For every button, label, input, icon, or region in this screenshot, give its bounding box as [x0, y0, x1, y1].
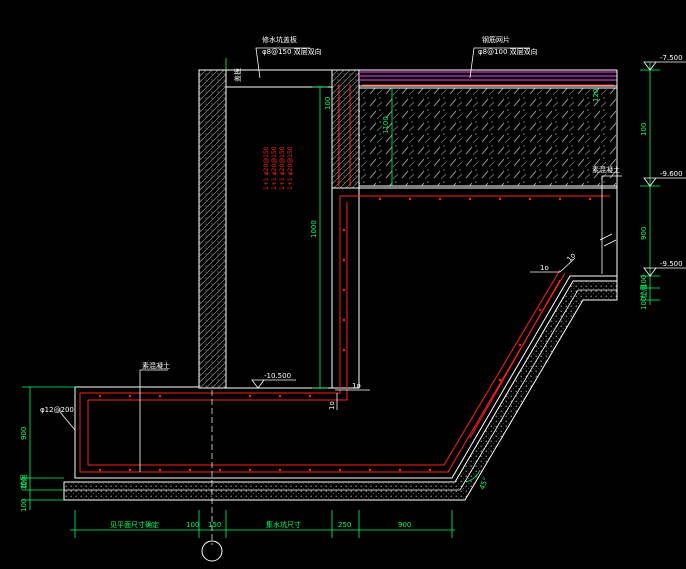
- cushion-slope-mid: [459, 289, 579, 491]
- dim-wall-top: 100: [324, 97, 332, 110]
- red-note-1: 1+1 φ20@150: [263, 146, 270, 190]
- dim-bottom-4: 集水坑尺寸: [266, 520, 301, 529]
- dim-bottom-5: 250: [338, 521, 351, 529]
- leaders: [59, 47, 622, 472]
- dim-left-3: 100: [20, 499, 28, 512]
- side-callout-left: 素混凝土: [142, 361, 170, 370]
- dim-left-1: 900: [20, 427, 28, 440]
- dim-bottom-6: 900: [398, 521, 411, 529]
- elevation-marks: [251, 61, 686, 389]
- axis-bubble: [201, 540, 223, 562]
- dim-pit-depth: 1000: [310, 220, 318, 238]
- label-1o-b: 1o: [565, 251, 577, 263]
- red-note-2: 1+1 φ20@150: [271, 146, 278, 190]
- elev-top: -7.500: [660, 54, 683, 62]
- labels-green: 100 900 100 100 1000 100 120 1100 900 10…: [19, 89, 648, 529]
- dim-bottom-3: 150: [208, 521, 221, 529]
- rebar: [79, 84, 614, 473]
- rebar-main-outer: [80, 195, 610, 394]
- small-top-tag: 盖板: [233, 68, 242, 82]
- dim-right-2: 900: [640, 227, 648, 240]
- dim-right-1: 100: [640, 123, 648, 136]
- dim-left-2: 100: [20, 477, 28, 490]
- rebar-main-inner: [88, 202, 348, 401]
- dim-right-3: 100: [640, 275, 648, 288]
- dim-right-4: 100: [640, 297, 648, 310]
- base-outline: [74, 187, 618, 479]
- label-1o-d: 1o: [328, 401, 336, 410]
- red-note-4: 1+1 φ20@150: [287, 146, 294, 190]
- red-notes: 1+1 φ20@150 1+1 φ20@150 1+1 φ20@150 1+1 …: [263, 146, 294, 190]
- dim-fill: 1100: [382, 116, 390, 134]
- dimensions-group: [22, 58, 660, 538]
- right-tag-1: 垫层: [639, 284, 648, 298]
- side-callout-right: 素混凝土: [592, 165, 620, 174]
- red-note-3: 1+1 φ20@150: [279, 146, 286, 190]
- rebar-bottom-outer: [79, 272, 566, 473]
- top-callout-sub: φ8@150 双层双向: [262, 47, 322, 56]
- labels-white: 修水坑盖板 φ8@150 双层双向 钢筋网片 φ8@100 双层双向 素混凝土 …: [40, 35, 683, 414]
- label-1o-c: 1o: [352, 382, 361, 390]
- structure: [63, 69, 618, 501]
- right-callout-text: 钢筋网片: [482, 35, 510, 44]
- rebar-slope-extra: [469, 279, 561, 439]
- pit-wall-left: [198, 69, 227, 389]
- dim-bottom-2: 100: [186, 521, 199, 529]
- fill-region: [358, 87, 618, 187]
- bottom-rebar-note: φ12@200: [40, 406, 74, 414]
- dim-cover: 120: [592, 89, 600, 102]
- top-callout-text: 修水坑盖板: [262, 35, 297, 44]
- elev-lower: -9.500: [660, 260, 683, 268]
- label-1o-a: 1o: [540, 264, 549, 272]
- right-callout-sub: φ8@100 双层双向: [478, 47, 538, 56]
- elev-pit-bottom: -10.500: [264, 372, 291, 380]
- pit-wall-right: [331, 69, 360, 189]
- left-tag-1: 垫层: [19, 474, 28, 488]
- rebar-bottom-inner: [87, 269, 561, 466]
- rebar-dots: [98, 197, 592, 472]
- dim-angle: 45°: [478, 476, 490, 490]
- dim-bottom-1: 见平面尺寸确定: [110, 520, 159, 529]
- elev-middle: -9.600: [660, 170, 683, 178]
